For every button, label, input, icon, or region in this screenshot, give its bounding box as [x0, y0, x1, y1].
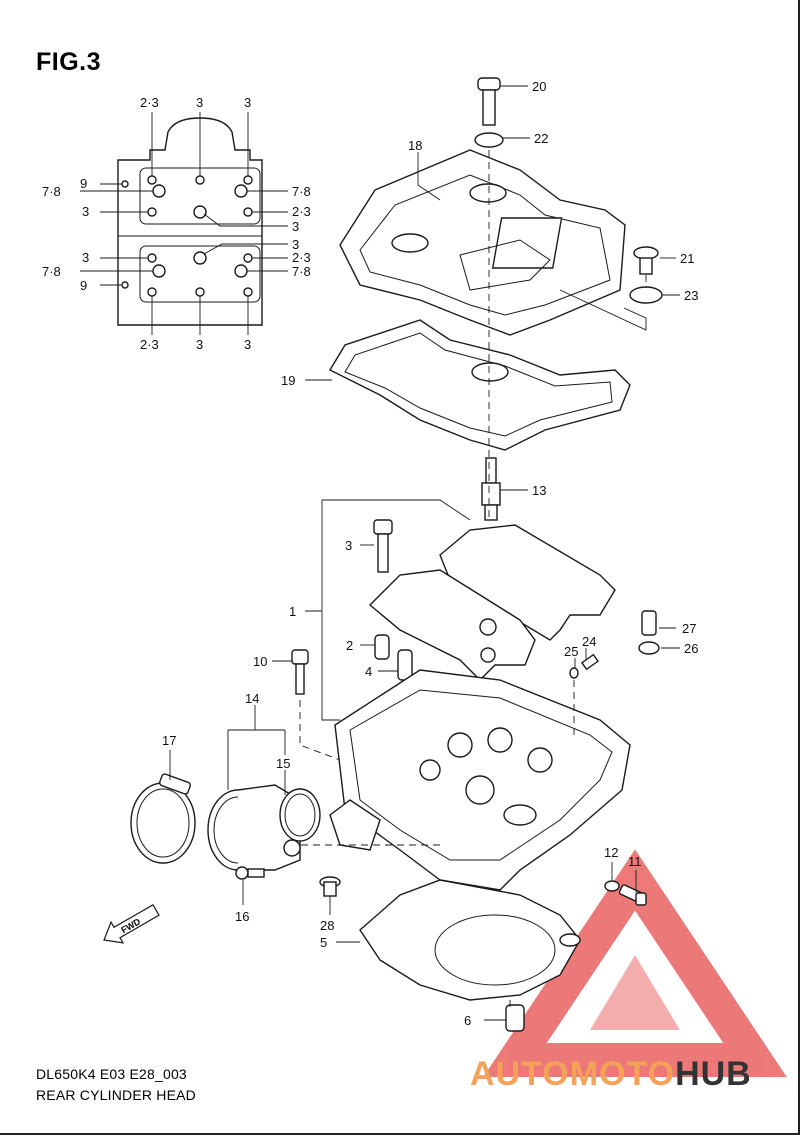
- callout-4: 4: [365, 664, 372, 679]
- bolt-hole: [193, 205, 207, 219]
- label-9-left: 9: [80, 278, 87, 293]
- bolt-hole: [243, 207, 253, 217]
- callout-10: 10: [253, 654, 267, 669]
- label-3-bottom: 3: [244, 337, 251, 352]
- head-cover-gasket: [329, 319, 631, 451]
- callout-22: 22: [534, 131, 548, 146]
- callout-11: 11: [628, 854, 642, 869]
- figure-name: REAR CYLINDER HEAD: [36, 1087, 196, 1103]
- bolt-hole: [243, 287, 253, 297]
- bolt-20: [477, 77, 501, 126]
- bolt-hole: [243, 253, 253, 263]
- bolt-3: [373, 519, 393, 573]
- callout-13: 13: [532, 483, 546, 498]
- fwd-arrow-icon: FWD: [103, 903, 160, 944]
- callout-25: 25: [564, 644, 578, 659]
- callout-17: 17: [162, 733, 176, 748]
- callout-21: 21: [680, 251, 694, 266]
- label-2-3-top: 2·3: [140, 95, 159, 110]
- bolt-hole: [147, 175, 157, 185]
- callout-1: 1: [289, 604, 296, 619]
- model-code: DL650K4 E03 E28_003: [36, 1066, 187, 1082]
- watermark-logo: [483, 849, 787, 1077]
- washer-23: [629, 286, 663, 304]
- callout-15: 15: [276, 756, 290, 771]
- bolt-hole: [195, 175, 205, 185]
- camshaft-housing: [368, 524, 616, 681]
- label-2-3-right: 2·3: [292, 250, 311, 265]
- callout-5: 5: [320, 935, 327, 950]
- callout-6: 6: [464, 1013, 471, 1028]
- label-2-3-bottom: 2·3: [140, 337, 159, 352]
- label-2-3-right: 2·3: [292, 204, 311, 219]
- part-25: [569, 667, 579, 679]
- intake-clamp-17: [130, 773, 196, 864]
- cylinder-head-body: [329, 669, 631, 921]
- label-3-left: 3: [82, 204, 89, 219]
- bolt-hole: [193, 251, 207, 265]
- part-4: [397, 649, 413, 681]
- bolt-hole: [147, 207, 157, 217]
- bolt-pattern-diagram: 2·3 3 3 9 7·8 3 3 7·8 9 7·8 2·3 3 3 2·3 …: [42, 95, 311, 352]
- label-3-right: 3: [292, 237, 299, 252]
- callout-27: 27: [682, 621, 696, 636]
- label-3-right: 3: [292, 219, 299, 234]
- callout-12: 12: [604, 845, 618, 860]
- dowel-27: [641, 610, 657, 636]
- dowel-6: [505, 1004, 525, 1032]
- figure-title: FIG.3: [36, 48, 102, 76]
- washer-22: [474, 132, 504, 148]
- callout-18: 18: [408, 138, 422, 153]
- bolt-21: [633, 246, 659, 275]
- callout-19: 19: [281, 373, 295, 388]
- label-9-left: 9: [80, 176, 87, 191]
- label-7-8-right: 7·8: [292, 264, 311, 279]
- label-3-bottom: 3: [196, 337, 203, 352]
- bolt-hole: [152, 264, 166, 278]
- watermark-text: AUTOMOTOHUB: [470, 1055, 752, 1094]
- label-3-left: 3: [82, 250, 89, 265]
- bolt-hole: [243, 175, 253, 185]
- callout-14: 14: [245, 691, 259, 706]
- spark-plug-13: [481, 457, 501, 521]
- callout-16: 16: [235, 909, 249, 924]
- head-gasket-5: [359, 879, 581, 1001]
- label-7-8-left: 7·8: [42, 184, 61, 199]
- callout-28: 28: [320, 918, 334, 933]
- dowel-pin-2: [374, 634, 390, 660]
- label-3-top: 3: [244, 95, 251, 110]
- watermark-text-part2: HUB: [675, 1055, 752, 1093]
- bolt-hole: [152, 184, 166, 198]
- bolt-hole: [121, 180, 129, 188]
- o-ring-15: [279, 788, 321, 842]
- bolt-11: [618, 884, 647, 906]
- washer-26: [638, 641, 660, 655]
- plug-28: [319, 876, 341, 897]
- callout-3: 3: [345, 538, 352, 553]
- cylinder-head-cover: [339, 149, 626, 336]
- bolt-hole: [234, 184, 248, 198]
- part-24: [580, 653, 600, 671]
- callout-24: 24: [582, 634, 596, 649]
- washer-12: [604, 880, 620, 892]
- callout-23: 23: [684, 288, 698, 303]
- label-7-8-left: 7·8: [42, 264, 61, 279]
- callout-leaders: [169, 85, 680, 1021]
- bolt-hole: [195, 287, 205, 297]
- callout-2: 2: [346, 638, 353, 653]
- bolt-hole: [147, 287, 157, 297]
- bolt-hole: [121, 281, 129, 289]
- screw-16: [235, 866, 265, 880]
- callout-26: 26: [684, 641, 698, 656]
- bolt-hole: [234, 264, 248, 278]
- bolt-hole: [147, 253, 157, 263]
- watermark-text-part1: AUTOMOTO: [470, 1055, 676, 1093]
- bolt-10: [291, 649, 309, 695]
- label-7-8-right: 7·8: [292, 184, 311, 199]
- callout-20: 20: [532, 79, 546, 94]
- label-3-top: 3: [196, 95, 203, 110]
